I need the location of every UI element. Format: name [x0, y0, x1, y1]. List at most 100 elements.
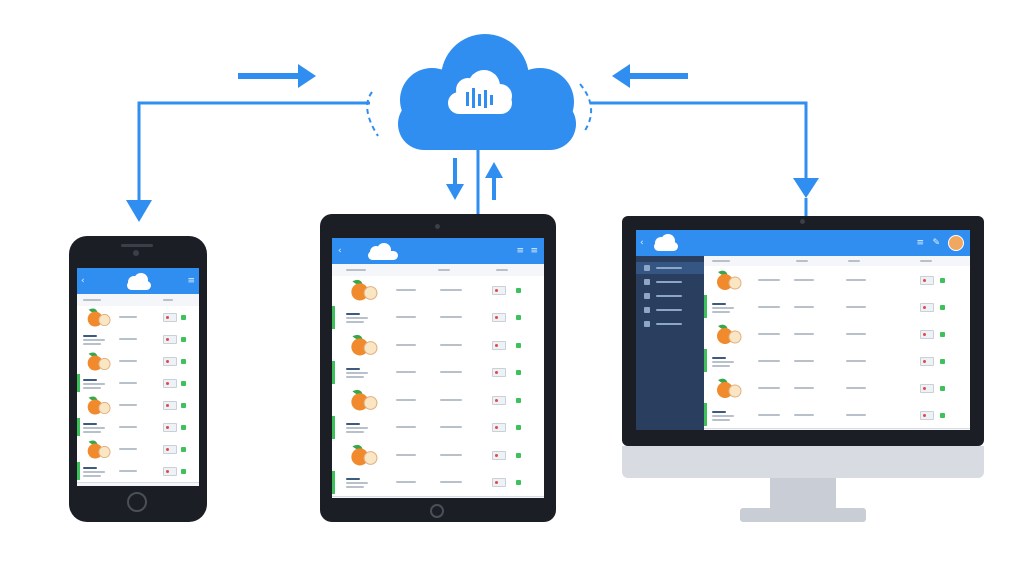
sidebar-item[interactable] — [636, 318, 704, 330]
status-chip — [492, 340, 506, 350]
sidebar-item-icon — [644, 321, 650, 327]
cloud-to-monitor-line — [590, 101, 808, 182]
list-item[interactable] — [77, 438, 199, 461]
list-item[interactable] — [332, 303, 544, 332]
status-chip — [163, 379, 177, 388]
cloud-to-phone-line — [137, 101, 370, 205]
status-indicator — [940, 277, 945, 283]
list-item[interactable] — [77, 350, 199, 373]
status-chip — [920, 356, 934, 366]
menu-icon[interactable]: ≡ — [530, 246, 538, 256]
phone-speaker — [121, 244, 153, 247]
status-chip — [492, 285, 506, 295]
list-item[interactable] — [77, 416, 199, 439]
status-indicator — [181, 359, 186, 364]
app-header: ‹ ≡ — [77, 268, 199, 294]
list-item[interactable] — [77, 394, 199, 417]
signal-arc-left — [366, 91, 379, 137]
arrow-left-head — [612, 64, 630, 88]
list-item[interactable] — [332, 358, 544, 387]
fruit-icon — [87, 352, 111, 371]
status-indicator — [181, 337, 186, 342]
sidebar-item[interactable] — [636, 262, 704, 274]
sidebar-item[interactable] — [636, 290, 704, 302]
list-item[interactable] — [332, 386, 544, 415]
monitor-base — [740, 508, 866, 522]
sidebar-item[interactable] — [636, 304, 704, 316]
fruit-icon — [351, 334, 378, 356]
tablet-device: ‹ ≡ ≡ — [320, 214, 556, 522]
list-item[interactable] — [704, 320, 970, 348]
cloud-icon — [654, 234, 678, 251]
status-indicator — [516, 397, 521, 403]
list-item[interactable] — [704, 266, 970, 294]
list-item[interactable] — [704, 374, 970, 402]
fruit-icon — [351, 444, 378, 466]
sidebar-item[interactable] — [636, 276, 704, 288]
status-chip — [920, 275, 934, 285]
monitor-neck — [770, 478, 836, 510]
list-item[interactable] — [704, 293, 970, 321]
status-chip — [163, 357, 177, 366]
fruit-icon — [351, 279, 378, 301]
status-chip — [492, 423, 506, 433]
list-icon[interactable]: ≡ — [516, 246, 524, 256]
fruit-icon — [87, 440, 111, 459]
list-item[interactable] — [332, 468, 544, 497]
back-icon[interactable]: ‹ — [81, 276, 85, 286]
cloud-icon — [368, 243, 398, 260]
status-chip — [920, 329, 934, 339]
list-item[interactable] — [77, 372, 199, 395]
status-chip — [163, 467, 177, 476]
status-chip — [492, 368, 506, 378]
monitor-device: ‹ ≡ ✎ — [622, 216, 984, 446]
avatar-icon[interactable] — [948, 235, 964, 251]
status-indicator — [181, 469, 186, 474]
menu-icon[interactable]: ≡ — [187, 276, 195, 286]
status-indicator — [516, 452, 521, 458]
status-chip — [492, 395, 506, 405]
edit-icon[interactable]: ✎ — [932, 238, 940, 248]
status-indicator — [940, 358, 945, 364]
arrow-up-head — [485, 162, 503, 178]
list-item[interactable] — [332, 441, 544, 470]
list-icon[interactable]: ≡ — [916, 238, 924, 248]
status-indicator — [516, 315, 521, 321]
status-chip — [163, 313, 177, 322]
list-item[interactable] — [77, 306, 199, 329]
status-indicator — [181, 315, 186, 320]
list-item[interactable] — [704, 347, 970, 375]
app-header: ‹ ≡ ≡ — [332, 238, 544, 264]
status-indicator — [940, 331, 945, 337]
list-item[interactable] — [332, 413, 544, 442]
app-header: ‹ ≡ ✎ — [636, 230, 970, 256]
tablet-home-button[interactable] — [430, 504, 444, 518]
sidebar — [636, 256, 704, 430]
monitor-camera — [800, 219, 805, 224]
status-chip — [920, 302, 934, 312]
status-chip — [163, 445, 177, 454]
status-indicator — [940, 385, 945, 391]
status-chip — [492, 313, 506, 323]
list-item[interactable] — [704, 401, 970, 429]
phone-device: ‹ ≡ — [69, 236, 207, 522]
tablet-camera — [435, 224, 440, 229]
list-item[interactable] — [332, 331, 544, 360]
sidebar-item-icon — [644, 265, 650, 271]
list-item[interactable] — [77, 328, 199, 351]
phone-camera — [133, 250, 139, 256]
monitor-chin — [622, 446, 984, 478]
arrow-right-head — [298, 64, 316, 88]
back-icon[interactable]: ‹ — [338, 246, 342, 256]
fruit-icon — [87, 396, 111, 415]
back-icon[interactable]: ‹ — [640, 238, 644, 248]
status-indicator — [181, 381, 186, 386]
cloud-icon — [127, 273, 151, 290]
list-item[interactable] — [332, 276, 544, 305]
sidebar-item-icon — [644, 279, 650, 285]
fruit-icon — [351, 389, 378, 411]
list-item[interactable] — [77, 460, 199, 483]
signal-arc-right — [579, 83, 592, 133]
sidebar-item-icon — [644, 293, 650, 299]
phone-home-button[interactable] — [127, 492, 147, 512]
